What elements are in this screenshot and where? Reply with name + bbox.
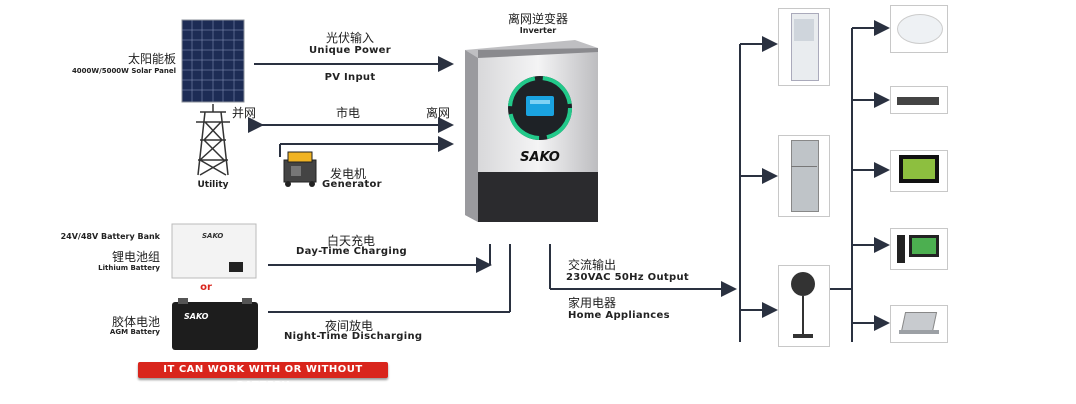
generator-label-en: Generator (322, 179, 382, 190)
agm-brand: SAKO (184, 312, 209, 321)
utility-label: Utility (197, 180, 229, 190)
dvd-player-icon (890, 86, 948, 114)
generator-icon (283, 151, 317, 187)
battery-bank-title: 24V/48V Battery Bank (60, 232, 160, 241)
laptop-icon (890, 305, 948, 343)
fan-icon (778, 265, 830, 347)
inverter-label-en: Inverter (519, 26, 557, 35)
lithium-brand: SAKO (202, 232, 224, 240)
pv-label-zh: 光伏输入 (325, 31, 374, 45)
lithium-label-zh: 锂电池组 (111, 250, 160, 264)
appliances-label-zh: 家用电器 (568, 296, 617, 310)
solar-panel-icon (181, 19, 245, 103)
utility-tower-icon (196, 104, 230, 176)
refrigerator-icon (778, 135, 830, 217)
grid-tie-label: 并网 (232, 106, 257, 120)
inverter-icon (465, 40, 598, 222)
inverter-label-zh: 离网逆变器 (507, 12, 568, 26)
solar-subtitle: 4000W/5000W Solar Panel (71, 67, 176, 75)
discharging-label-zh: 夜间放电 (324, 319, 373, 333)
agm-label-en: AGM Battery (109, 328, 160, 336)
mains-label: 市电 (336, 106, 361, 120)
agm-battery-icon (172, 298, 258, 350)
pv-input-label: PV Input (324, 72, 376, 83)
generator-label-zh: 发电机 (330, 167, 367, 181)
solar-title: 太阳能板 (127, 52, 176, 66)
or-label: or (200, 282, 212, 293)
pv-label-en: Unique Power (309, 45, 391, 56)
television-icon (890, 150, 948, 192)
lithium-battery-icon (171, 223, 257, 279)
agm-label-zh: 胶体电池 (111, 315, 160, 329)
charging-label-en: Day-Time Charging (296, 246, 407, 257)
output-label-zh: 交流输出 (568, 258, 617, 272)
output-label-en: 230VAC 50Hz Output (566, 272, 689, 283)
inverter-brand: SAKO (520, 150, 560, 165)
battery-optional-banner: IT CAN WORK WITH OR WITHOUT BATTERY (138, 362, 388, 391)
lithium-label-en: Lithium Battery (98, 264, 160, 272)
charging-label-zh: 白天充电 (326, 234, 375, 248)
ceiling-light-icon (890, 5, 948, 53)
discharging-label-en: Night-Time Discharging (284, 331, 423, 342)
appliances-label-en: Home Appliances (568, 310, 670, 321)
off-grid-label: 离网 (426, 106, 451, 120)
air-conditioner-icon (778, 8, 830, 86)
desktop-computer-icon (890, 228, 948, 270)
